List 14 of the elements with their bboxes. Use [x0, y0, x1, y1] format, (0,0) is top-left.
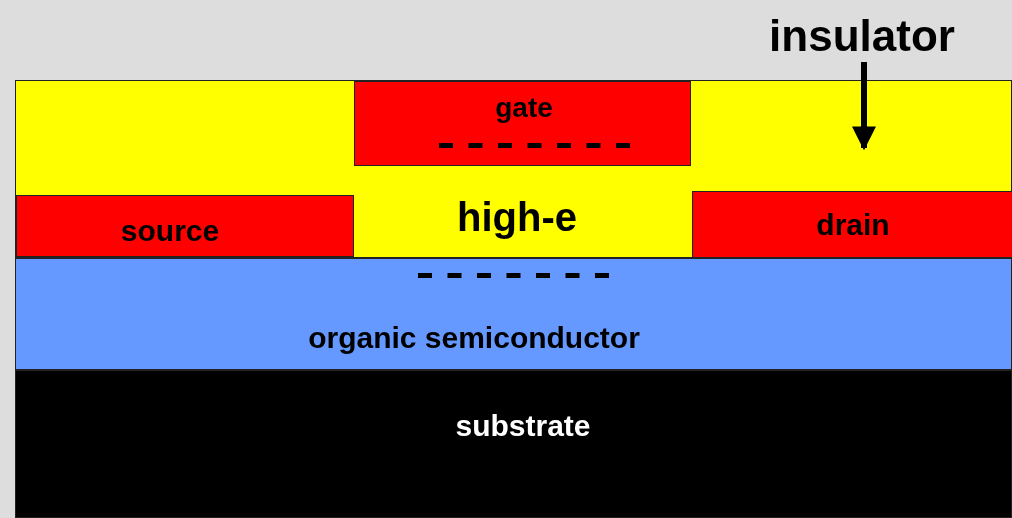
substrate-layer	[15, 370, 1012, 518]
source-electrode	[16, 195, 354, 257]
layer-name: drain	[816, 210, 890, 240]
layer-name: source	[120, 216, 220, 246]
layer-name: substrate	[455, 411, 591, 441]
layer-name: gate	[495, 94, 553, 122]
gate-electrode	[354, 81, 691, 166]
insulator-layer	[15, 80, 1012, 258]
semiconductor-layer	[15, 258, 1012, 370]
layer-name: organic semiconductor	[308, 323, 640, 353]
layer-name: high-e	[457, 197, 577, 237]
layer-label-text: insulator	[769, 14, 955, 58]
drain-electrode	[692, 191, 1012, 258]
leader-arrow	[852, 62, 876, 151]
